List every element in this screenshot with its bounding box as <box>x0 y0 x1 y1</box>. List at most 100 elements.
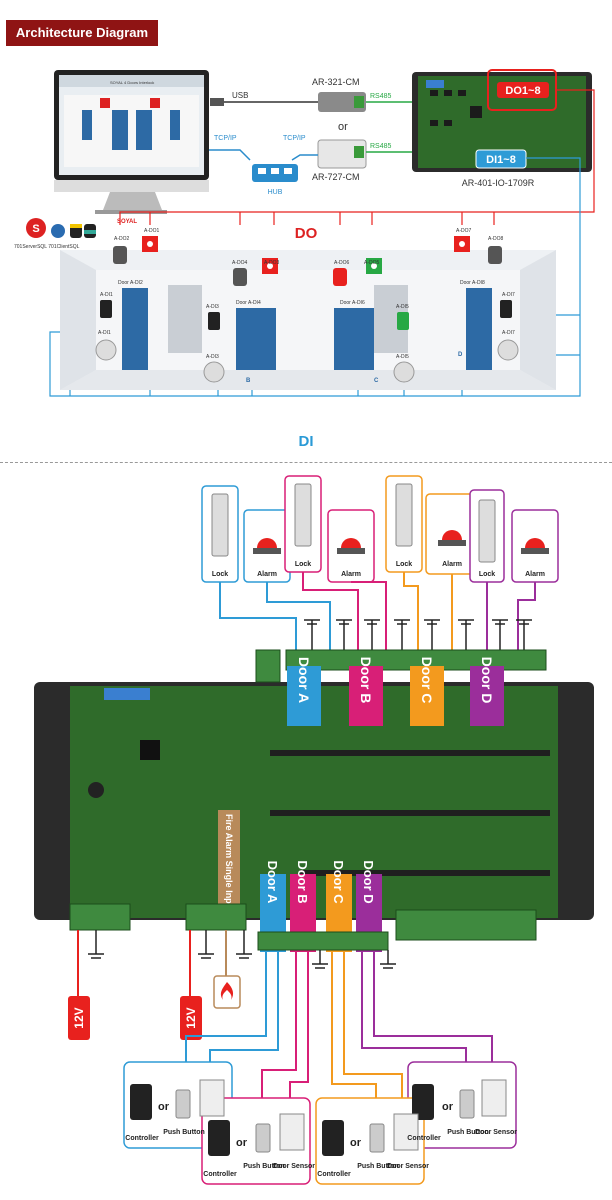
software-labels: 701ServerSQL 701ClientSQL <box>14 244 80 250</box>
input-door-b-label: Door B <box>295 860 310 903</box>
push-d-label: Push Button <box>447 1129 489 1136</box>
ground-symbols-top <box>304 619 532 650</box>
door-d-icon <box>466 288 492 370</box>
output-boxes <box>201 475 559 583</box>
dip-switch <box>104 688 150 700</box>
push-buttons <box>95 339 519 383</box>
relay-door-a-label: Door A <box>296 657 312 703</box>
port-a-do4: A-DO4 <box>232 260 248 266</box>
port-a-di7b: A-DI7 <box>502 330 515 336</box>
location-c: C <box>374 378 379 384</box>
location-b: B <box>246 378 251 384</box>
output-label-7: Lock <box>479 571 495 578</box>
port-a-do6: A-DO6 <box>334 260 350 266</box>
power-12v-left-label: 12V <box>72 1007 86 1028</box>
push-a-label: Push Button <box>163 1129 205 1136</box>
maglock-icons <box>211 483 496 563</box>
location-a: A <box>142 352 147 358</box>
door-b-icon <box>236 308 276 370</box>
wiring-diagram: Lock Alarm Lock Alarm Lock Alarm Lock Al… <box>34 475 594 1185</box>
or-a: or <box>158 1101 170 1113</box>
relay-door-b-tag <box>349 666 383 726</box>
port-a-di7: A-DI7 <box>502 292 515 298</box>
page-title: Architecture Diagram <box>6 20 158 46</box>
power-12v-right <box>180 996 202 1040</box>
push-b-label: Push Button <box>243 1163 285 1170</box>
ground-symbols-bottom <box>88 930 396 969</box>
svg-text:S: S <box>32 223 39 235</box>
output-label-2: Alarm <box>257 571 277 578</box>
output-label-4: Alarm <box>341 571 361 578</box>
port-a-do1: A-DO1 <box>144 228 160 234</box>
di-range-label: DI1~8 <box>486 154 516 166</box>
door-a-icon <box>122 288 148 370</box>
device-graphics <box>130 1079 507 1156</box>
lock-icons <box>142 236 470 274</box>
terminal-blocks-bottom <box>69 903 537 951</box>
door-c-icon <box>334 308 374 370</box>
rs485-label-1: RS485 <box>370 93 392 100</box>
port-a-di3b: A-DI3 <box>206 354 219 360</box>
output-label-6: Alarm <box>442 561 462 568</box>
sensor-c-label: Door Sensor <box>387 1163 429 1170</box>
port-a-di5: A-DI5 <box>396 304 409 310</box>
controller-b-label: Controller <box>203 1171 237 1178</box>
input-door-c-label: Door C <box>331 860 346 904</box>
power-12v-right-label: 12V <box>184 1007 198 1028</box>
controller-d-label: Controller <box>407 1135 441 1142</box>
input-door-d-label: Door D <box>361 860 376 903</box>
alarm-icons <box>113 246 502 286</box>
or-d: or <box>442 1101 454 1113</box>
relay-door-c-tag <box>410 666 444 726</box>
push-c-label: Push Button <box>357 1163 399 1170</box>
port-a-di3: A-DI3 <box>206 304 219 310</box>
location-d: D <box>458 352 463 358</box>
or-label: or <box>338 121 348 133</box>
port-a-do7: A-DO7 <box>456 228 472 234</box>
fire-alarm-tag <box>218 810 240 928</box>
tcpip-left-label: TCP/IP <box>214 135 237 142</box>
port-a-do5: A-DO5 <box>364 260 380 266</box>
output-label-5: Lock <box>396 561 412 568</box>
tcpip-right-label: TCP/IP <box>283 135 306 142</box>
relay-door-c-label: Door C <box>419 657 435 704</box>
monitor <box>54 70 209 214</box>
section-divider <box>0 462 612 463</box>
port-a-di1b: A-DI1 <box>98 330 111 336</box>
or-b: or <box>236 1137 248 1149</box>
fire-icon-box <box>213 975 241 1009</box>
port-a-di6: Door A-DI6 <box>340 300 365 306</box>
port-a-di8: Door A-DI8 <box>460 280 485 286</box>
output-label-8: Alarm <box>525 571 545 578</box>
readers <box>100 300 512 330</box>
output-label-3: Lock <box>295 561 311 568</box>
output-label-1: Lock <box>212 571 228 578</box>
or-c: or <box>350 1137 362 1149</box>
relay-door-d-tag <box>470 666 504 726</box>
software-logos: S <box>26 218 96 238</box>
port-a-do2: A-DO2 <box>114 236 130 242</box>
relay-door-b-label: Door B <box>358 657 374 704</box>
port-a-di2: Door A-DI2 <box>118 280 143 286</box>
usb-label: USB <box>232 91 248 100</box>
board-name-label: AR-401-IO-1709R <box>462 178 535 188</box>
converter-2-label: AR-727-CM <box>312 172 360 182</box>
fire-alarm-label: Fire Alarm Single Input <box>224 814 234 912</box>
port-a-di1: A-DI1 <box>100 292 113 298</box>
port-a-di4: Door A-DI4 <box>236 300 261 306</box>
controller-c-label: Controller <box>317 1171 351 1178</box>
terminal-blocks-top <box>255 649 547 683</box>
relay-door-d-label: Door D <box>479 657 495 704</box>
monitor-brand: SOYAL <box>117 219 137 225</box>
hub-label: HUB <box>268 189 283 196</box>
fire-icon <box>220 982 234 1000</box>
converter-1-label: AR-321-CM <box>312 77 360 87</box>
port-a-do8: A-DO8 <box>488 236 504 242</box>
relay-door-a-tag <box>287 666 321 726</box>
di-label: DI <box>299 433 314 450</box>
usb-plug <box>210 98 224 106</box>
port-a-di5b: A-DI5 <box>396 354 409 360</box>
port-a-do3: A-DO3 <box>264 260 280 266</box>
input-door-a-label: Door A <box>265 861 280 904</box>
power-12v-left <box>68 996 90 1040</box>
